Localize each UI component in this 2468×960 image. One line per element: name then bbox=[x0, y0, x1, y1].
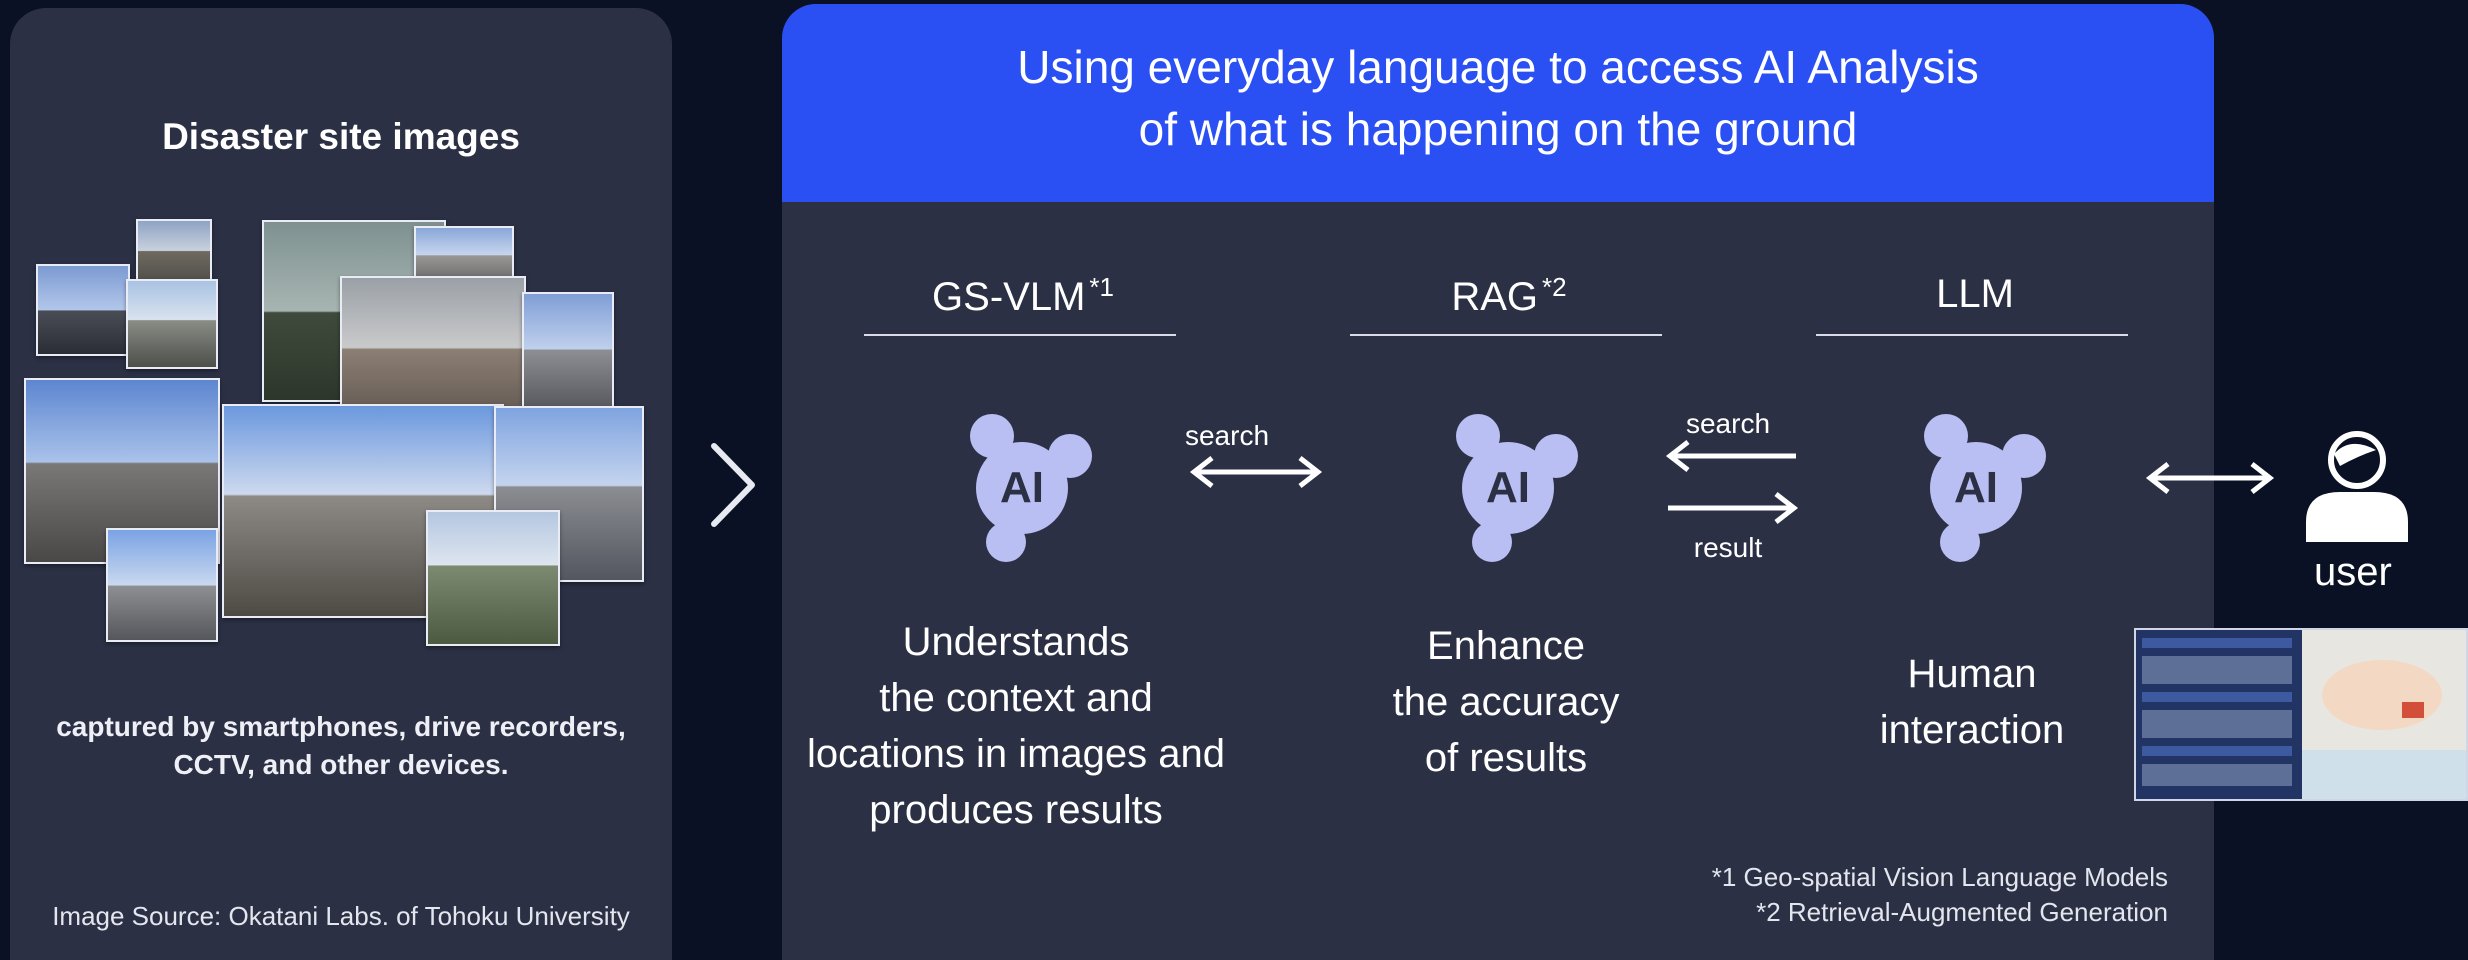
chat-pane bbox=[2136, 630, 2302, 799]
arrow-right-icon bbox=[1668, 492, 1799, 524]
map-pane bbox=[2302, 630, 2466, 799]
disaster-photo bbox=[36, 264, 130, 356]
ai-analysis-panel: Using everyday language to access AI Ana… bbox=[782, 4, 2214, 960]
bidirectional-arrow-icon bbox=[2145, 462, 2275, 494]
description-line: interaction bbox=[1879, 708, 2065, 752]
ai-icon: AI bbox=[1924, 414, 2046, 562]
caption-line: CCTV, and other devices. bbox=[173, 749, 509, 780]
app-screenshot-thumbnail bbox=[2134, 628, 2468, 801]
divider bbox=[864, 334, 1176, 336]
footnote-mark: *2 bbox=[1542, 272, 1567, 302]
disaster-photo bbox=[136, 219, 212, 289]
ai-label: AI bbox=[1954, 463, 1998, 512]
disaster-photo bbox=[126, 279, 218, 369]
panel-title: Disaster site images bbox=[162, 116, 520, 157]
disaster-photo bbox=[522, 292, 614, 418]
photo-collage bbox=[10, 8, 672, 960]
description-line: of results bbox=[1424, 736, 1588, 780]
result-label: result bbox=[1693, 532, 1763, 563]
chevron-right-icon bbox=[711, 443, 755, 527]
arrow-left-icon bbox=[1665, 440, 1796, 472]
ai-icon: AI bbox=[970, 414, 1092, 562]
ai-label: AI bbox=[1486, 463, 1530, 512]
divider bbox=[1350, 334, 1662, 336]
rag-description: Enhance the accuracy of results bbox=[1306, 618, 1706, 786]
description-line: the context and bbox=[879, 676, 1153, 720]
description-line: produces results bbox=[869, 788, 1163, 832]
footnote-mark: *1 bbox=[1089, 272, 1114, 302]
image-source: Image Source: Okatani Labs. of Tohoku Un… bbox=[52, 901, 630, 931]
heading-text: LLM bbox=[1936, 272, 2014, 316]
caption-line: captured by smartphones, drive recorders… bbox=[56, 711, 626, 742]
llm-description: Human interaction bbox=[1782, 646, 2162, 758]
gs-vlm-description: Understands the context and locations in… bbox=[786, 614, 1246, 838]
description-line: locations in images and bbox=[806, 732, 1226, 776]
user-label: user bbox=[2314, 550, 2392, 594]
description-line: Understands bbox=[902, 620, 1130, 664]
footnotes: *1 Geo-spatial Vision Language Models *2… bbox=[1382, 860, 2168, 930]
disaster-photo bbox=[106, 528, 218, 642]
description-line: Human bbox=[1907, 652, 2037, 696]
heading-text: RAG bbox=[1451, 275, 1539, 319]
gs-vlm-heading: GS-VLM*1 bbox=[868, 272, 1178, 320]
heading-text: GS-VLM bbox=[932, 275, 1086, 319]
capture-caption: captured by smartphones, drive recorders… bbox=[10, 708, 672, 784]
search-label: search bbox=[1685, 408, 1771, 439]
banner-title-line: Using everyday language to access AI Ana… bbox=[1017, 41, 1979, 93]
divider bbox=[1816, 334, 2128, 336]
rag-heading: RAG*2 bbox=[1354, 272, 1664, 320]
bidirectional-arrow-icon bbox=[1189, 456, 1323, 488]
footnote: *1 Geo-spatial Vision Language Models bbox=[1711, 862, 2168, 892]
disaster-photo bbox=[426, 510, 560, 646]
ai-label: AI bbox=[1000, 463, 1044, 512]
ai-icon: AI bbox=[1456, 414, 1578, 562]
banner-title-line: of what is happening on the ground bbox=[1138, 103, 1858, 155]
footnote: *2 Retrieval-Augmented Generation bbox=[1756, 897, 2168, 927]
description-line: the accuracy bbox=[1392, 680, 1620, 724]
description-line: Enhance bbox=[1427, 624, 1585, 668]
llm-heading: LLM bbox=[1820, 272, 2130, 317]
disaster-images-panel: Disaster site images captured by smartph… bbox=[10, 8, 672, 960]
user-icon bbox=[2306, 431, 2408, 542]
search-label: search bbox=[1184, 420, 1270, 451]
header-banner: Using everyday language to access AI Ana… bbox=[782, 4, 2214, 202]
